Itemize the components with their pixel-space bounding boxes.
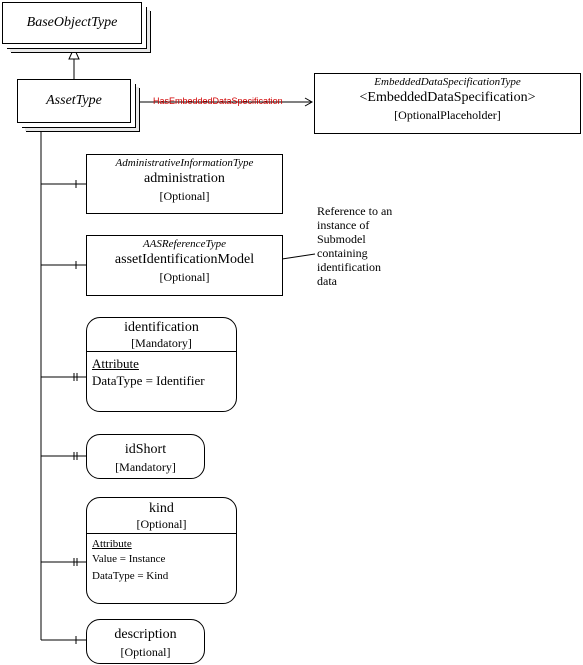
base-object-type-node[interactable]: BaseObjectType — [2, 2, 142, 44]
description-name: description — [114, 627, 177, 642]
identification-modelling-rule: [Mandatory] — [131, 336, 192, 350]
identification-name: identification — [124, 320, 199, 335]
kind-modelling-rule: [Optional] — [136, 517, 187, 531]
identification-node[interactable]: identification [Mandatory] Attribute Dat… — [86, 317, 237, 412]
id-short-modelling-rule: [Mandatory] — [115, 460, 176, 474]
embedded-stereotype: EmbeddedDataSpecificationType — [374, 76, 521, 88]
note-line: data — [317, 274, 337, 288]
note-line: instance of — [317, 218, 370, 232]
asset-type-name: AssetType — [46, 93, 102, 108]
identification-attributes: Attribute DataType = Identifier — [87, 352, 236, 392]
administration-stereotype: AdministrativeInformationType — [115, 157, 254, 169]
id-short-name: idShort — [124, 442, 167, 457]
kind-header: kind [Optional] — [87, 500, 236, 534]
kind-attribute-title: Attribute — [92, 538, 132, 550]
description-node[interactable]: description [Optional] — [86, 619, 205, 664]
administration-node[interactable]: AdministrativeInformationType administra… — [86, 154, 283, 214]
reference-arrowhead — [304, 97, 314, 107]
note-line: identification — [317, 260, 381, 274]
note-line: Submodel — [317, 232, 366, 246]
kind-node[interactable]: kind [Optional] Attribute Value = Instan… — [86, 497, 237, 604]
asset-identification-model-node[interactable]: AASReferenceType assetIdentificationMode… — [86, 235, 283, 296]
kind-attribute: Value = Instance — [92, 553, 166, 565]
administration-name: administration — [144, 171, 225, 186]
id-short-node[interactable]: idShort [Mandatory] — [86, 434, 205, 479]
asset-id-model-modelling-rule: [Optional] — [159, 270, 210, 284]
asset-id-model-stereotype: AASReferenceType — [142, 238, 227, 250]
note-line: containing — [317, 246, 368, 260]
note-line: Reference to an — [317, 204, 393, 218]
embedded-name: <EmbeddedDataSpecification> — [359, 90, 536, 105]
description-modelling-rule: [Optional] — [120, 645, 171, 659]
administration-modelling-rule: [Optional] — [159, 189, 210, 203]
note-connector — [281, 253, 316, 260]
reference-label: HasEmbeddedDataSpecification — [153, 96, 283, 106]
asset-type-node[interactable]: AssetType — [17, 79, 131, 123]
embedded-data-specification-node[interactable]: EmbeddedDataSpecificationType <EmbeddedD… — [314, 73, 581, 134]
kind-attributes: Attribute Value = Instance DataType = Ki… — [87, 534, 236, 587]
embedded-modelling-rule: [OptionalPlaceholder] — [394, 108, 501, 122]
identification-attribute: DataType = Identifier — [92, 373, 205, 388]
inheritance-arrowhead — [68, 46, 80, 60]
kind-name: kind — [149, 501, 174, 516]
kind-attribute: DataType = Kind — [92, 570, 169, 582]
identification-attribute-title: Attribute — [92, 356, 139, 371]
identification-header: identification [Mandatory] — [87, 319, 236, 352]
asset-id-model-name: assetIdentificationModel — [114, 252, 255, 267]
base-object-type-name: BaseObjectType — [26, 15, 118, 30]
identification-note: Reference to an instance of Submodel con… — [317, 204, 392, 288]
